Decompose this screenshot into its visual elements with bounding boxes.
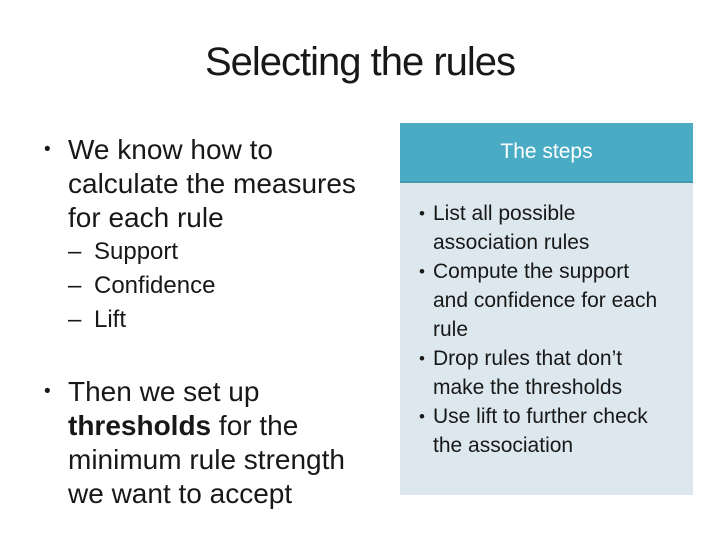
dash-icon: –: [68, 306, 82, 333]
bullet-icon: •: [419, 349, 425, 368]
steps-list-item: • Compute the support and confidence for …: [419, 257, 683, 344]
sub-bullet-text: Support: [94, 238, 179, 265]
text: Then we set up: [68, 376, 260, 407]
text: We know how to calculate the measures fo…: [68, 134, 356, 233]
sub-list-item: –Confidence: [68, 269, 384, 303]
page-title: Selecting the rules: [204, 40, 516, 84]
bullet-icon: •: [44, 381, 51, 402]
list-item: • We know how to calculate the measures f…: [44, 133, 384, 235]
steps-list-item: • List all possible association rules: [419, 199, 683, 257]
steps-box: The steps • List all possible association…: [400, 123, 693, 495]
bullet-icon: •: [419, 204, 425, 223]
steps-box-title: The steps: [500, 140, 593, 163]
sub-bullet-text: Confidence: [94, 272, 216, 299]
list-item: • Then we set up thresholds for the minim…: [44, 375, 384, 511]
bullet-icon: •: [44, 139, 51, 160]
left-bullet-list: • We know how to calculate the measures f…: [44, 133, 384, 511]
steps-list-item: • Use lift to further check the associati…: [419, 402, 683, 460]
dash-icon: –: [68, 238, 82, 265]
sub-list-item: –Support: [68, 235, 384, 269]
steps-box-body: • List all possible association rules • Com…: [400, 183, 693, 495]
bullet-icon: •: [419, 407, 425, 426]
text: for the minimum rule strength we want to…: [68, 410, 345, 509]
steps-box-header: The steps: [400, 123, 693, 183]
step-text: List all possible association rules: [433, 202, 590, 254]
bullet-text: Then we set up thresholds for the minimu…: [68, 375, 368, 511]
sub-bullet-text: Lift: [94, 306, 127, 333]
step-text: Use lift to further check the associatio…: [433, 405, 648, 457]
dash-icon: –: [68, 272, 82, 299]
bullet-icon: •: [419, 262, 425, 281]
sub-list-item: –Lift: [68, 303, 384, 337]
steps-list-item: • Drop rules that don’t make the threshol…: [419, 344, 683, 402]
step-text: Drop rules that don’t make the threshold…: [433, 347, 623, 399]
bold-text: thresholds: [68, 410, 212, 441]
step-text: Compute the support and confidence for e…: [433, 260, 658, 341]
bullet-text: We know how to calculate the measures fo…: [68, 133, 368, 235]
